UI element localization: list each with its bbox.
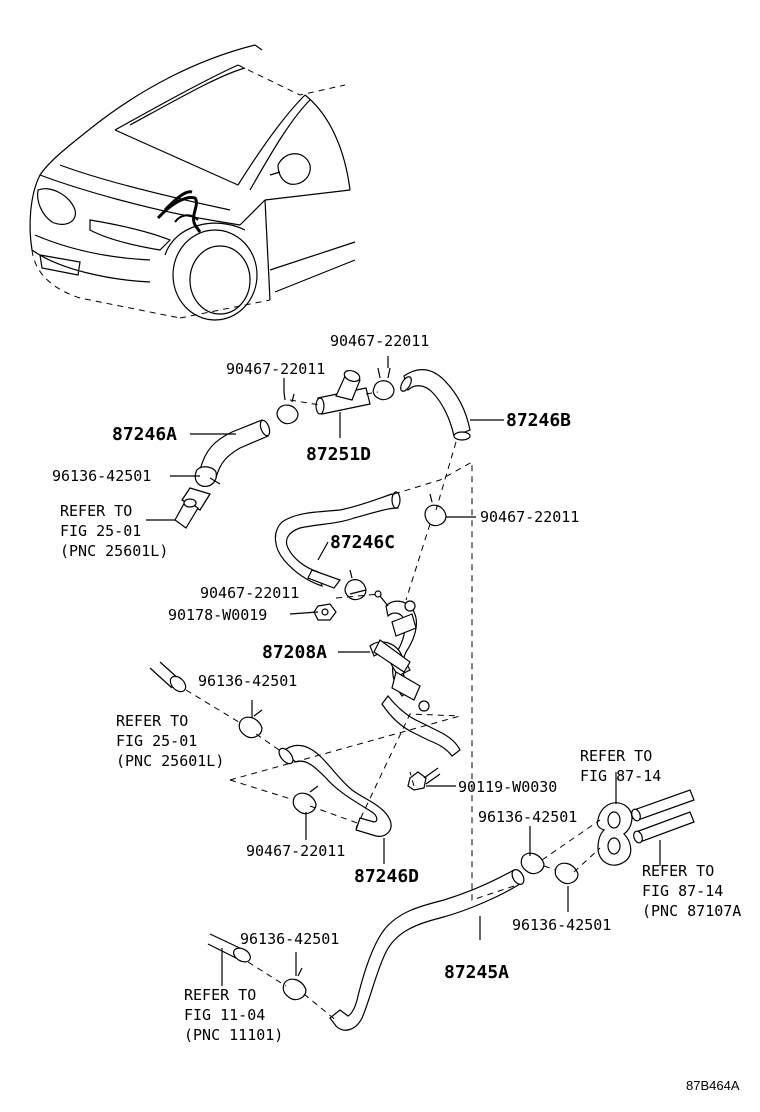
label-87251D: 87251D — [306, 444, 371, 465]
label-87246C: 87246C — [330, 532, 395, 553]
label-96136-b: 96136-42501 — [198, 672, 297, 690]
bolt-90119 — [407, 767, 441, 791]
clamp-96136-c — [520, 852, 545, 875]
label-90467-mid: 90467-22011 — [200, 584, 299, 602]
label-90467-right: 90467-22011 — [480, 508, 579, 526]
label-87208A: 87208A — [262, 642, 327, 663]
hose-87246A — [199, 419, 271, 479]
drawing-code: 87B464A — [686, 1078, 740, 1093]
label-87246A: 87246A — [112, 424, 177, 445]
label-87245A: 87245A — [444, 962, 509, 983]
label-refer5-a: REFER TO — [184, 986, 256, 1004]
label-refer5-c: (PNC 11101) — [184, 1026, 283, 1044]
label-90467-left: 90467-22011 — [226, 360, 325, 378]
label-87246B: 87246B — [506, 410, 571, 431]
label-refer5-b: FIG 11-04 — [184, 1006, 265, 1024]
clamp-90467-right — [424, 493, 447, 527]
label-90178: 90178-W0019 — [168, 606, 267, 624]
part-labels: 90467-22011 90467-22011 87246B 87246A 87… — [52, 332, 741, 1093]
clamp-90467-top — [372, 367, 395, 401]
label-refer3-a: REFER TO — [580, 747, 652, 765]
pipes-refer-4 — [631, 789, 695, 866]
label-96136-e: 96136-42501 — [240, 930, 339, 948]
hose-87246B — [400, 369, 471, 441]
label-87246D: 87246D — [354, 866, 419, 887]
label-refer3-b: FIG 87-14 — [580, 767, 661, 785]
car-illustration — [29, 44, 356, 321]
hose-87245A — [329, 869, 525, 1031]
clamp-96136-e — [282, 967, 307, 1001]
label-refer1-a: REFER TO — [60, 502, 132, 520]
label-refer1-b: FIG 25-01 — [60, 522, 141, 540]
label-refer4-c: (PNC 87107A — [642, 902, 741, 920]
label-refer2-b: FIG 25-01 — [116, 732, 197, 750]
clamp-90467-bot — [292, 785, 319, 815]
label-refer1-c: (PNC 25601L) — [60, 542, 168, 560]
clamp-96136-b — [238, 709, 263, 739]
grommet-refer-3 — [596, 802, 633, 866]
clamp-96136-d — [554, 862, 579, 885]
label-90119: 90119-W0030 — [458, 778, 557, 796]
label-90467-top: 90467-22011 — [330, 332, 429, 350]
pipe-refer-2 — [149, 661, 187, 693]
hose-87246C — [274, 491, 401, 589]
label-96136-d: 96136-42501 — [512, 916, 611, 934]
hose-87246D — [278, 744, 392, 837]
label-refer4-a: REFER TO — [642, 862, 714, 880]
tee-joint-87251D — [315, 369, 371, 438]
label-96136-c: 96136-42501 — [478, 808, 577, 826]
guide-lines — [185, 391, 601, 1023]
label-96136-a: 96136-42501 — [52, 467, 151, 485]
clamp-90467-mid — [344, 569, 367, 601]
clamp-90467-left — [276, 391, 299, 425]
clamp-96136-a — [174, 466, 221, 529]
leader-lines — [146, 356, 617, 976]
valve-87208A — [369, 590, 461, 757]
pipe-refer-5 — [207, 933, 251, 986]
label-refer4-b: FIG 87-14 — [642, 882, 723, 900]
label-refer2-c: (PNC 25601L) — [116, 752, 224, 770]
label-90467-bot: 90467-22011 — [246, 842, 345, 860]
label-refer2-a: REFER TO — [116, 712, 188, 730]
